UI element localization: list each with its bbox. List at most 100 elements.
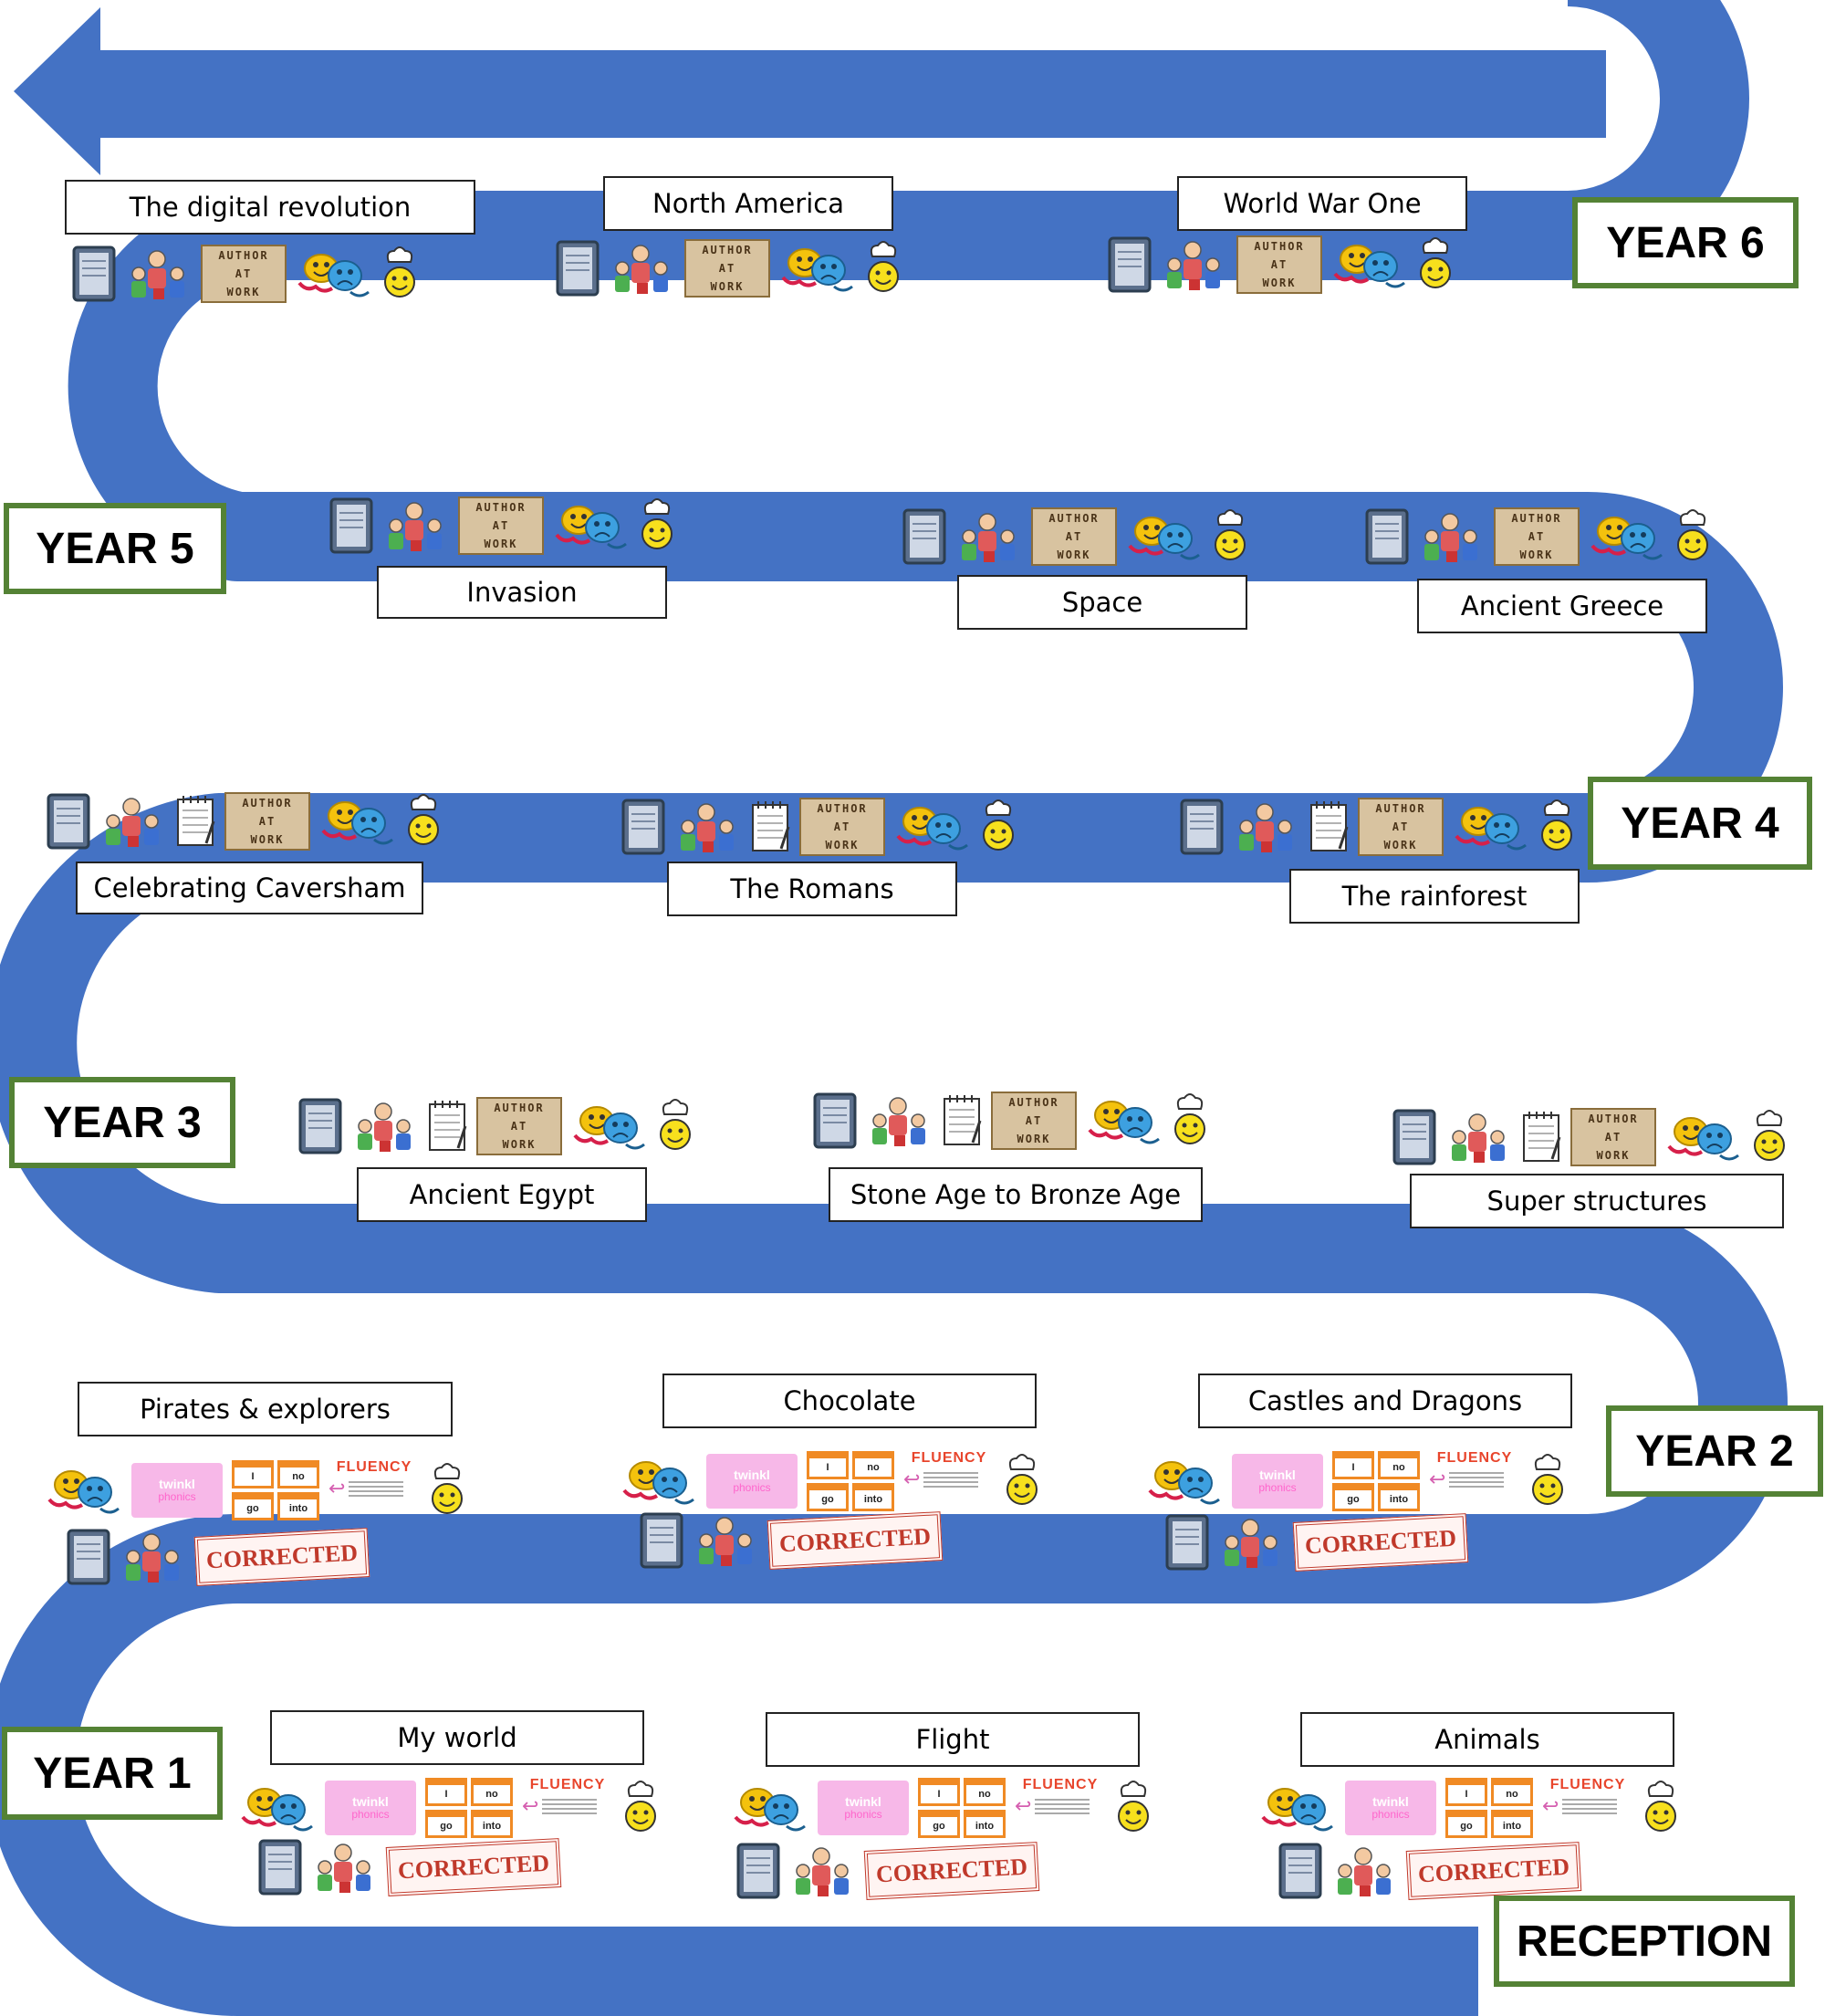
author-icon-line-2: AT bbox=[1025, 1114, 1043, 1127]
children-group-icon bbox=[790, 1844, 856, 1898]
tablet-reading-icon bbox=[902, 507, 947, 566]
author-icon-line-1: AUTHOR bbox=[242, 797, 293, 810]
chef-smiley-icon bbox=[381, 245, 418, 302]
twinkl-sub-text: phonics bbox=[1371, 1808, 1410, 1822]
tablet-reading-icon bbox=[1164, 1513, 1210, 1572]
author-at-work-icon: AUTHOR AT WORK bbox=[458, 496, 544, 555]
year-4-badge: YEAR 4 bbox=[1588, 777, 1812, 870]
word-tile: into bbox=[1378, 1483, 1420, 1511]
topic-y4-the-romans: The Romans bbox=[667, 862, 957, 916]
author-icon-line-2: AT bbox=[1604, 1131, 1622, 1144]
arrow-shaft bbox=[100, 50, 1606, 138]
author-icon-line-3: WORK bbox=[1519, 548, 1554, 561]
tablet-reading-icon bbox=[735, 1842, 781, 1900]
fluency-body: ↩ bbox=[1429, 1469, 1505, 1489]
icons-y5-3: AUTHOR AT WORK bbox=[1364, 502, 1711, 571]
word-tile: I bbox=[1445, 1778, 1487, 1806]
author-icon-line-2: AT bbox=[510, 1120, 528, 1133]
tablet-reading-icon bbox=[257, 1838, 303, 1896]
chef-smiley-icon bbox=[1538, 799, 1575, 855]
chef-smiley-icon bbox=[1529, 1453, 1566, 1509]
topic-y5-invasion: Invasion bbox=[377, 566, 667, 619]
icons-y1-1b: CORRECTED bbox=[257, 1833, 562, 1902]
twinkl-sub-text: phonics bbox=[351, 1808, 390, 1822]
notebook-icon bbox=[175, 794, 215, 849]
chef-smiley-icon bbox=[1751, 1109, 1788, 1165]
notebook-icon bbox=[1309, 799, 1349, 854]
fluency-title: FLUENCY bbox=[1022, 1777, 1099, 1792]
icons-y1-3b: CORRECTED bbox=[1278, 1836, 1582, 1906]
drama-masks-icon bbox=[1589, 509, 1665, 564]
chef-smiley-icon bbox=[1642, 1780, 1679, 1836]
word-tile: go bbox=[1332, 1483, 1374, 1511]
word-tile: go bbox=[425, 1810, 467, 1838]
drama-masks-icon bbox=[1146, 1454, 1223, 1509]
drama-masks-icon bbox=[46, 1463, 122, 1518]
drama-masks-icon bbox=[571, 1099, 648, 1154]
twinkl-phonics-icon: twinkl phonics bbox=[131, 1463, 223, 1518]
author-icon-line-2: AT bbox=[833, 820, 851, 833]
chef-smiley-icon bbox=[1004, 1453, 1040, 1509]
author-icon-line-1: AUTHOR bbox=[1511, 512, 1562, 525]
chef-smiley-icon bbox=[405, 793, 442, 850]
chef-smiley-icon bbox=[1115, 1780, 1152, 1836]
children-group-icon bbox=[1162, 237, 1227, 292]
fluency-title: FLUENCY bbox=[1549, 1777, 1626, 1792]
chef-smiley-icon bbox=[639, 497, 675, 554]
fluency-icon: FLUENCY ↩ bbox=[328, 1460, 420, 1520]
word-tile: no bbox=[852, 1451, 894, 1479]
author-icon-line-3: WORK bbox=[484, 538, 518, 550]
icons-y1-3a: twinkl phonics I no go into FLUENCY ↩ bbox=[1259, 1773, 1679, 1843]
word-tile: no bbox=[277, 1460, 319, 1488]
fluency-text-lines bbox=[923, 1471, 979, 1488]
topic-y4-celebrating-caversham: Celebrating Caversham bbox=[76, 862, 423, 914]
tablet-reading-icon bbox=[812, 1092, 858, 1150]
year-5-badge: YEAR 5 bbox=[4, 503, 226, 594]
arrow-head bbox=[14, 7, 100, 175]
word-tile: go bbox=[232, 1492, 274, 1520]
tricky-words-icon: I no go into bbox=[232, 1460, 319, 1520]
curved-arrow-icon: ↩ bbox=[1015, 1794, 1032, 1817]
topic-y1-animals: Animals bbox=[1300, 1712, 1674, 1767]
drama-masks-icon bbox=[296, 246, 372, 301]
topic-y5-ancient-greece: Ancient Greece bbox=[1417, 579, 1707, 633]
children-group-icon bbox=[1234, 799, 1299, 854]
curved-arrow-icon: ↩ bbox=[1542, 1794, 1559, 1817]
children-group-icon bbox=[694, 1513, 759, 1568]
children-group-icon bbox=[1419, 509, 1485, 564]
author-icon-line-3: WORK bbox=[1383, 839, 1418, 851]
tablet-reading-icon bbox=[328, 496, 374, 555]
twinkl-brand-text: twinkl bbox=[159, 1476, 195, 1491]
notebook-icon bbox=[942, 1093, 982, 1148]
icons-y3-3: AUTHOR AT WORK bbox=[1392, 1102, 1788, 1172]
children-group-icon bbox=[352, 1099, 418, 1154]
chef-smiley-icon bbox=[657, 1098, 694, 1154]
tablet-reading-icon bbox=[46, 792, 91, 851]
drama-masks-icon bbox=[1259, 1781, 1336, 1835]
icons-y5-2: AUTHOR AT WORK bbox=[902, 502, 1248, 571]
author-icon-line-1: AUTHOR bbox=[1048, 512, 1100, 525]
corrected-stamp-icon: CORRECTED bbox=[1292, 1513, 1469, 1572]
fluency-body: ↩ bbox=[522, 1796, 598, 1816]
fluency-icon: FLUENCY ↩ bbox=[903, 1451, 995, 1511]
children-group-icon bbox=[675, 799, 741, 854]
topic-y2-pirates-explorers: Pirates & explorers bbox=[78, 1382, 453, 1436]
drama-masks-icon bbox=[239, 1781, 316, 1835]
twinkl-brand-text: twinkl bbox=[352, 1793, 389, 1809]
icons-y2-1a: twinkl phonics I no go into FLUENCY ↩ bbox=[46, 1456, 465, 1525]
twinkl-sub-text: phonics bbox=[733, 1481, 771, 1495]
corrected-stamp-icon: CORRECTED bbox=[193, 1528, 370, 1586]
author-icon-line-3: WORK bbox=[825, 839, 860, 851]
author-icon-line-1: AUTHOR bbox=[1008, 1096, 1059, 1109]
topic-y3-ancient-egypt: Ancient Egypt bbox=[357, 1167, 647, 1222]
chef-smiley-icon bbox=[865, 240, 902, 297]
topic-y6-north-america: North America bbox=[603, 176, 893, 231]
icons-y4-3: AUTHOR AT WORK bbox=[1179, 792, 1575, 862]
author-icon-line-1: AUTHOR bbox=[1375, 802, 1426, 815]
children-group-icon bbox=[1332, 1844, 1398, 1898]
notebook-icon bbox=[427, 1099, 467, 1154]
tablet-reading-icon bbox=[639, 1511, 684, 1570]
icons-y6-1: AUTHOR AT WORK bbox=[71, 239, 418, 308]
word-tile: into bbox=[1491, 1810, 1533, 1838]
notebook-icon bbox=[1521, 1110, 1561, 1165]
